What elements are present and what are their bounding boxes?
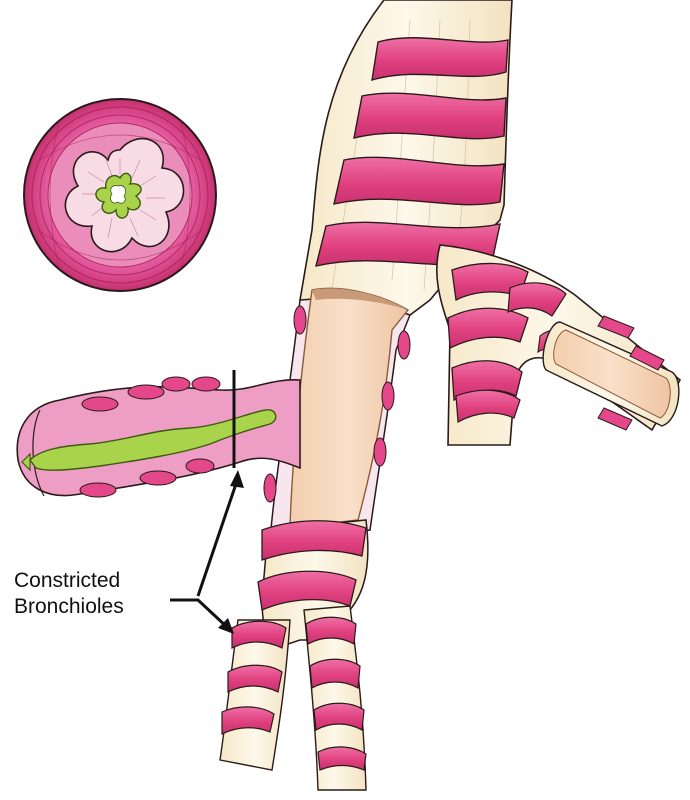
constricted-label-line1: Constricted xyxy=(14,569,121,592)
constricted-bronchiole xyxy=(16,376,301,498)
bronchiole-cross-section-icon xyxy=(23,98,217,292)
right-bronchus xyxy=(435,244,682,446)
opened-bronchus xyxy=(263,287,411,541)
lower-bronchioles xyxy=(219,519,369,791)
arrow-icon xyxy=(170,370,244,634)
trachea-trunk xyxy=(299,0,513,316)
constricted-label-line2: Bronchioles xyxy=(14,595,124,618)
